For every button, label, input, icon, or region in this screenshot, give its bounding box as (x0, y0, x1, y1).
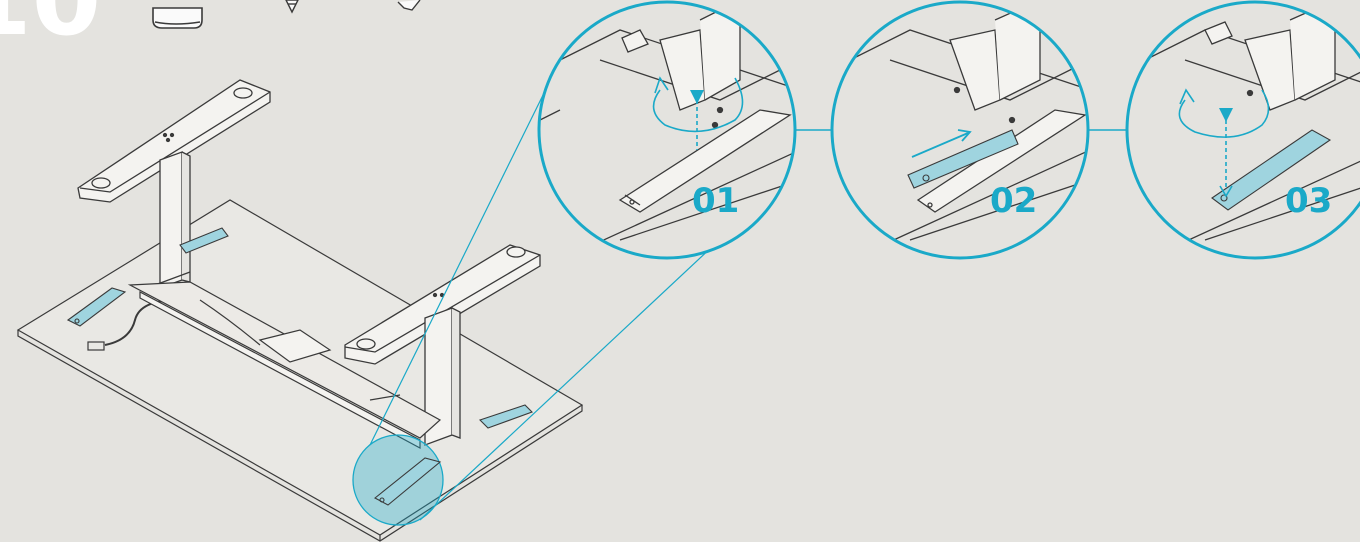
callout-line-upper (369, 84, 549, 446)
left-column (154, 151, 191, 289)
detail-circle-3: 03 (1125, 0, 1360, 260)
left-upper-bracket (179, 227, 229, 254)
left-foot (77, 79, 271, 203)
step-label-3: 03 (1285, 181, 1332, 221)
callout-line-lower (419, 229, 731, 521)
cable-plug (87, 341, 105, 351)
bracket-icon (397, 0, 421, 11)
screw-icon (285, 0, 299, 14)
right-foot (344, 244, 541, 365)
left-lower-bracket (66, 287, 127, 327)
step-label-2: 02 (990, 181, 1037, 221)
pad-icon (152, 7, 203, 29)
magnified-bracket (374, 457, 442, 506)
detail-circle-1: 01 (537, 0, 797, 260)
right-lower-bracket (478, 404, 533, 429)
step-number: 10 (0, 0, 101, 58)
detail-circle-2: 02 (830, 0, 1090, 260)
step-label-1: 01 (692, 181, 739, 221)
cross-beam (127, 281, 442, 450)
right-column (424, 307, 461, 446)
